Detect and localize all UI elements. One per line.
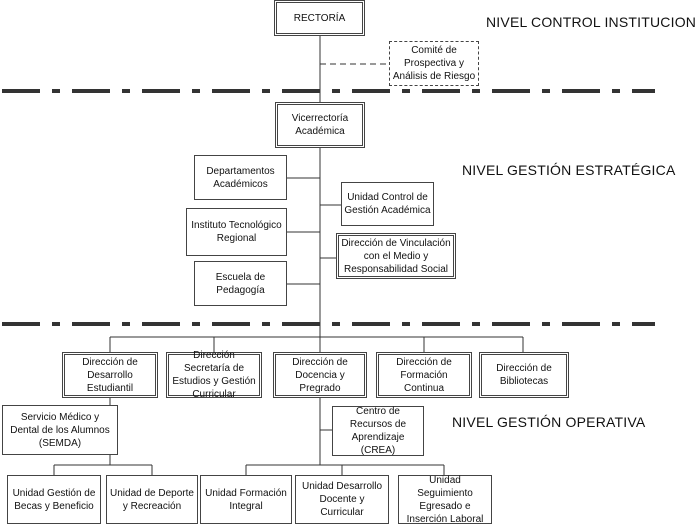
node-semda: Servicio Médico y Dental de los Alumnos … bbox=[2, 405, 118, 455]
node-instituto: Instituto Tecnológico Regional bbox=[186, 208, 287, 256]
node-docencia: Dirección de Docencia y Pregrado bbox=[273, 352, 367, 398]
node-comite: Comité de Prospectiva y Análisis de Ries… bbox=[389, 41, 479, 86]
level-label-institucional: NIVEL CONTROL INSTITUCIONAL bbox=[486, 14, 696, 30]
node-vinculacion: Dirección de Vinculación con el Medio y … bbox=[336, 233, 456, 279]
node-vicerrectoria: Vicerrectoría Académica bbox=[275, 102, 365, 148]
level-label-operativa: NIVEL GESTIÓN OPERATIVA bbox=[452, 414, 646, 430]
node-crea: Centro de Recursos de Aprendizaje (CREA) bbox=[332, 406, 424, 456]
node-rectoria: RECTORÍA bbox=[274, 0, 365, 36]
node-formacion-continua: Dirección de Formación Continua bbox=[376, 352, 472, 398]
node-secretaria: Dirección Secretaría de Estudios y Gesti… bbox=[166, 350, 262, 400]
node-seguimiento: Unidad Seguimiento Egresado e Inserción … bbox=[398, 475, 492, 525]
node-bibliotecas: Dirección de Bibliotecas bbox=[479, 352, 569, 398]
node-escuela: Escuela de Pedagogía bbox=[194, 261, 287, 306]
node-formacion-integral: Unidad Formación Integral bbox=[200, 475, 292, 524]
node-desarrollo-estudiantil: Dirección de Desarrollo Estudiantil bbox=[62, 352, 158, 398]
node-deporte: Unidad de Deporte y Recreación bbox=[106, 475, 198, 524]
node-desarrollo-docente: Unidad Desarrollo Docente y Curricular bbox=[295, 475, 389, 524]
level-label-estrategica: NIVEL GESTIÓN ESTRATÉGICA bbox=[462, 162, 676, 178]
node-becas: Unidad Gestión de Becas y Beneficio bbox=[7, 475, 101, 524]
node-departamentos: Departamentos Académicos bbox=[194, 155, 287, 200]
node-unidad-control: Unidad Control de Gestión Académica bbox=[341, 182, 434, 226]
